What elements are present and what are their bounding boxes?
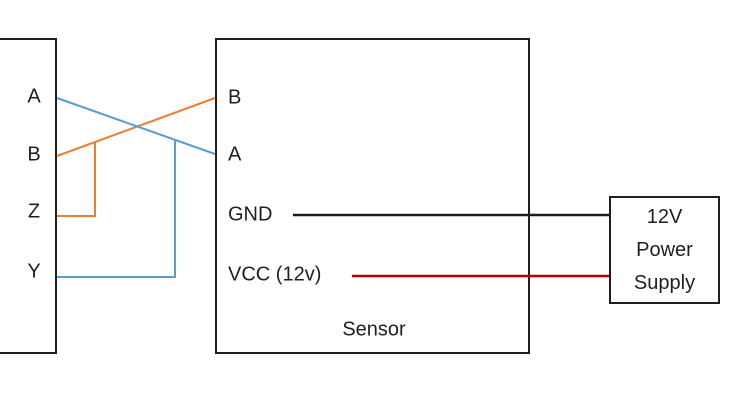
sensor-terminal-gnd: GND bbox=[228, 203, 273, 226]
left-terminal-y: Y bbox=[27, 260, 41, 283]
wire-b-to-b bbox=[56, 97, 216, 157]
wire-a-to-a bbox=[56, 97, 216, 155]
left-device-box bbox=[0, 38, 57, 354]
sensor-title: Sensor bbox=[342, 318, 406, 341]
left-terminal-z: Z bbox=[27, 200, 41, 223]
left-terminal-b: B bbox=[27, 143, 41, 166]
sensor-terminal-vcc: VCC (12v) bbox=[228, 263, 322, 286]
power-supply-label-line3: Supply bbox=[633, 271, 696, 294]
sensor-terminal-a: A bbox=[228, 143, 242, 166]
left-terminal-a: A bbox=[27, 85, 41, 108]
sensor-terminal-b: B bbox=[228, 86, 242, 109]
power-supply-label-line1: 12V bbox=[646, 205, 683, 228]
power-supply-label-line2: Power bbox=[636, 238, 693, 261]
power-supply-box: 12V Power Supply bbox=[609, 196, 720, 304]
sensor-box bbox=[215, 38, 530, 354]
